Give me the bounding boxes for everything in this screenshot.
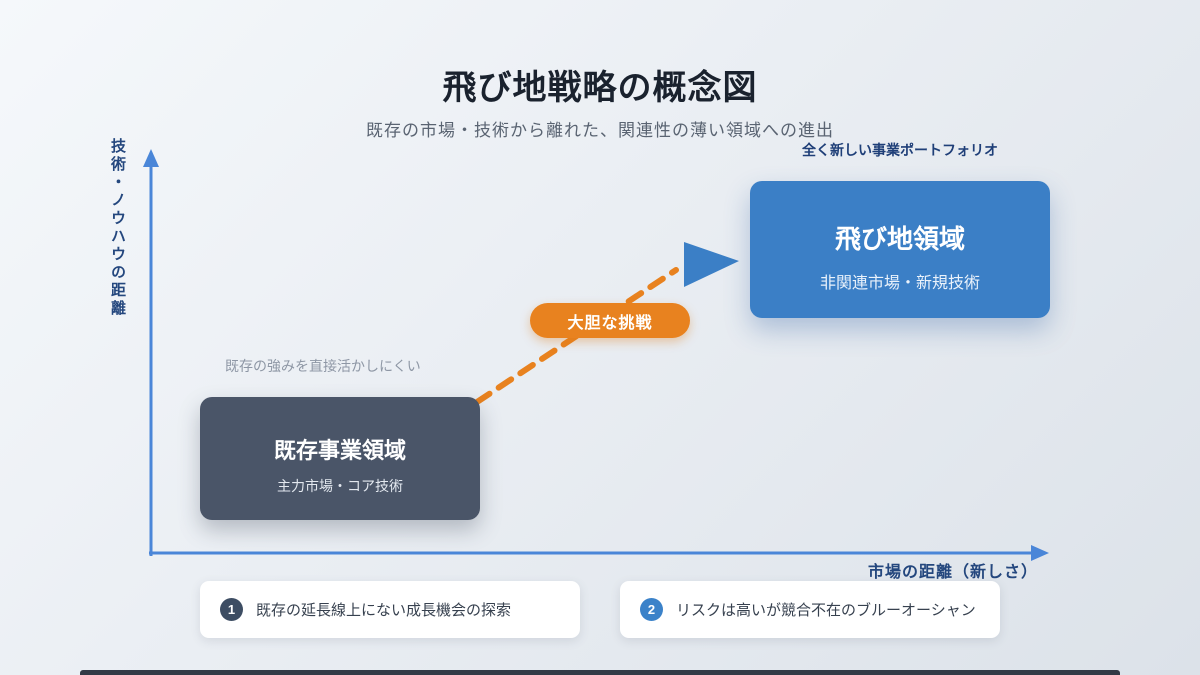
footer-card-1-text: 既存の延長線上にない成長機会の探索	[256, 602, 512, 619]
enclave-box-caption: 全く新しい事業ポートフォリオ	[802, 142, 998, 158]
footer-card-2: 2 リスクは高いが競合不在のブルーオーシャン	[620, 581, 1000, 638]
leap-arrow-arrowhead-icon	[684, 242, 739, 287]
page-title: 飛び地戦略の概念図	[442, 69, 758, 107]
x-axis-label: 市場の距離（新しさ）	[868, 564, 1039, 581]
existing-box-note: 既存の強みを直接活かしにくい	[225, 358, 421, 374]
page-subtitle: 既存の市場・技術から離れた、関連性の薄い領域への進出	[366, 121, 834, 140]
enclave-area-box: 飛び地領域 非関連市場・新規技術	[750, 181, 1050, 318]
existing-business-title: 既存事業領域	[273, 438, 406, 463]
footer-card-2-badge: 2	[640, 598, 663, 621]
existing-business-subtitle: 主力市場・コア技術	[277, 478, 403, 494]
existing-business-box: 既存事業領域 主力市場・コア技術	[200, 397, 480, 520]
y-axis-label: 技術・ノウハウの距離	[109, 138, 126, 318]
bottom-edge-bar	[80, 670, 1120, 675]
x-axis-arrowhead-icon	[1031, 545, 1049, 561]
enclave-area-title: 飛び地領域	[834, 224, 965, 254]
bold-challenge-label-pill: 大胆な挑戦	[530, 303, 690, 338]
footer-card-2-text: リスクは高いが競合不在のブルーオーシャン	[676, 602, 976, 619]
enclave-area-subtitle: 非関連市場・新規技術	[819, 275, 980, 292]
y-axis-arrowhead-icon	[143, 149, 159, 167]
footer-card-1-badge: 1	[220, 598, 243, 621]
footer-card-1: 1 既存の延長線上にない成長機会の探索	[200, 581, 580, 638]
